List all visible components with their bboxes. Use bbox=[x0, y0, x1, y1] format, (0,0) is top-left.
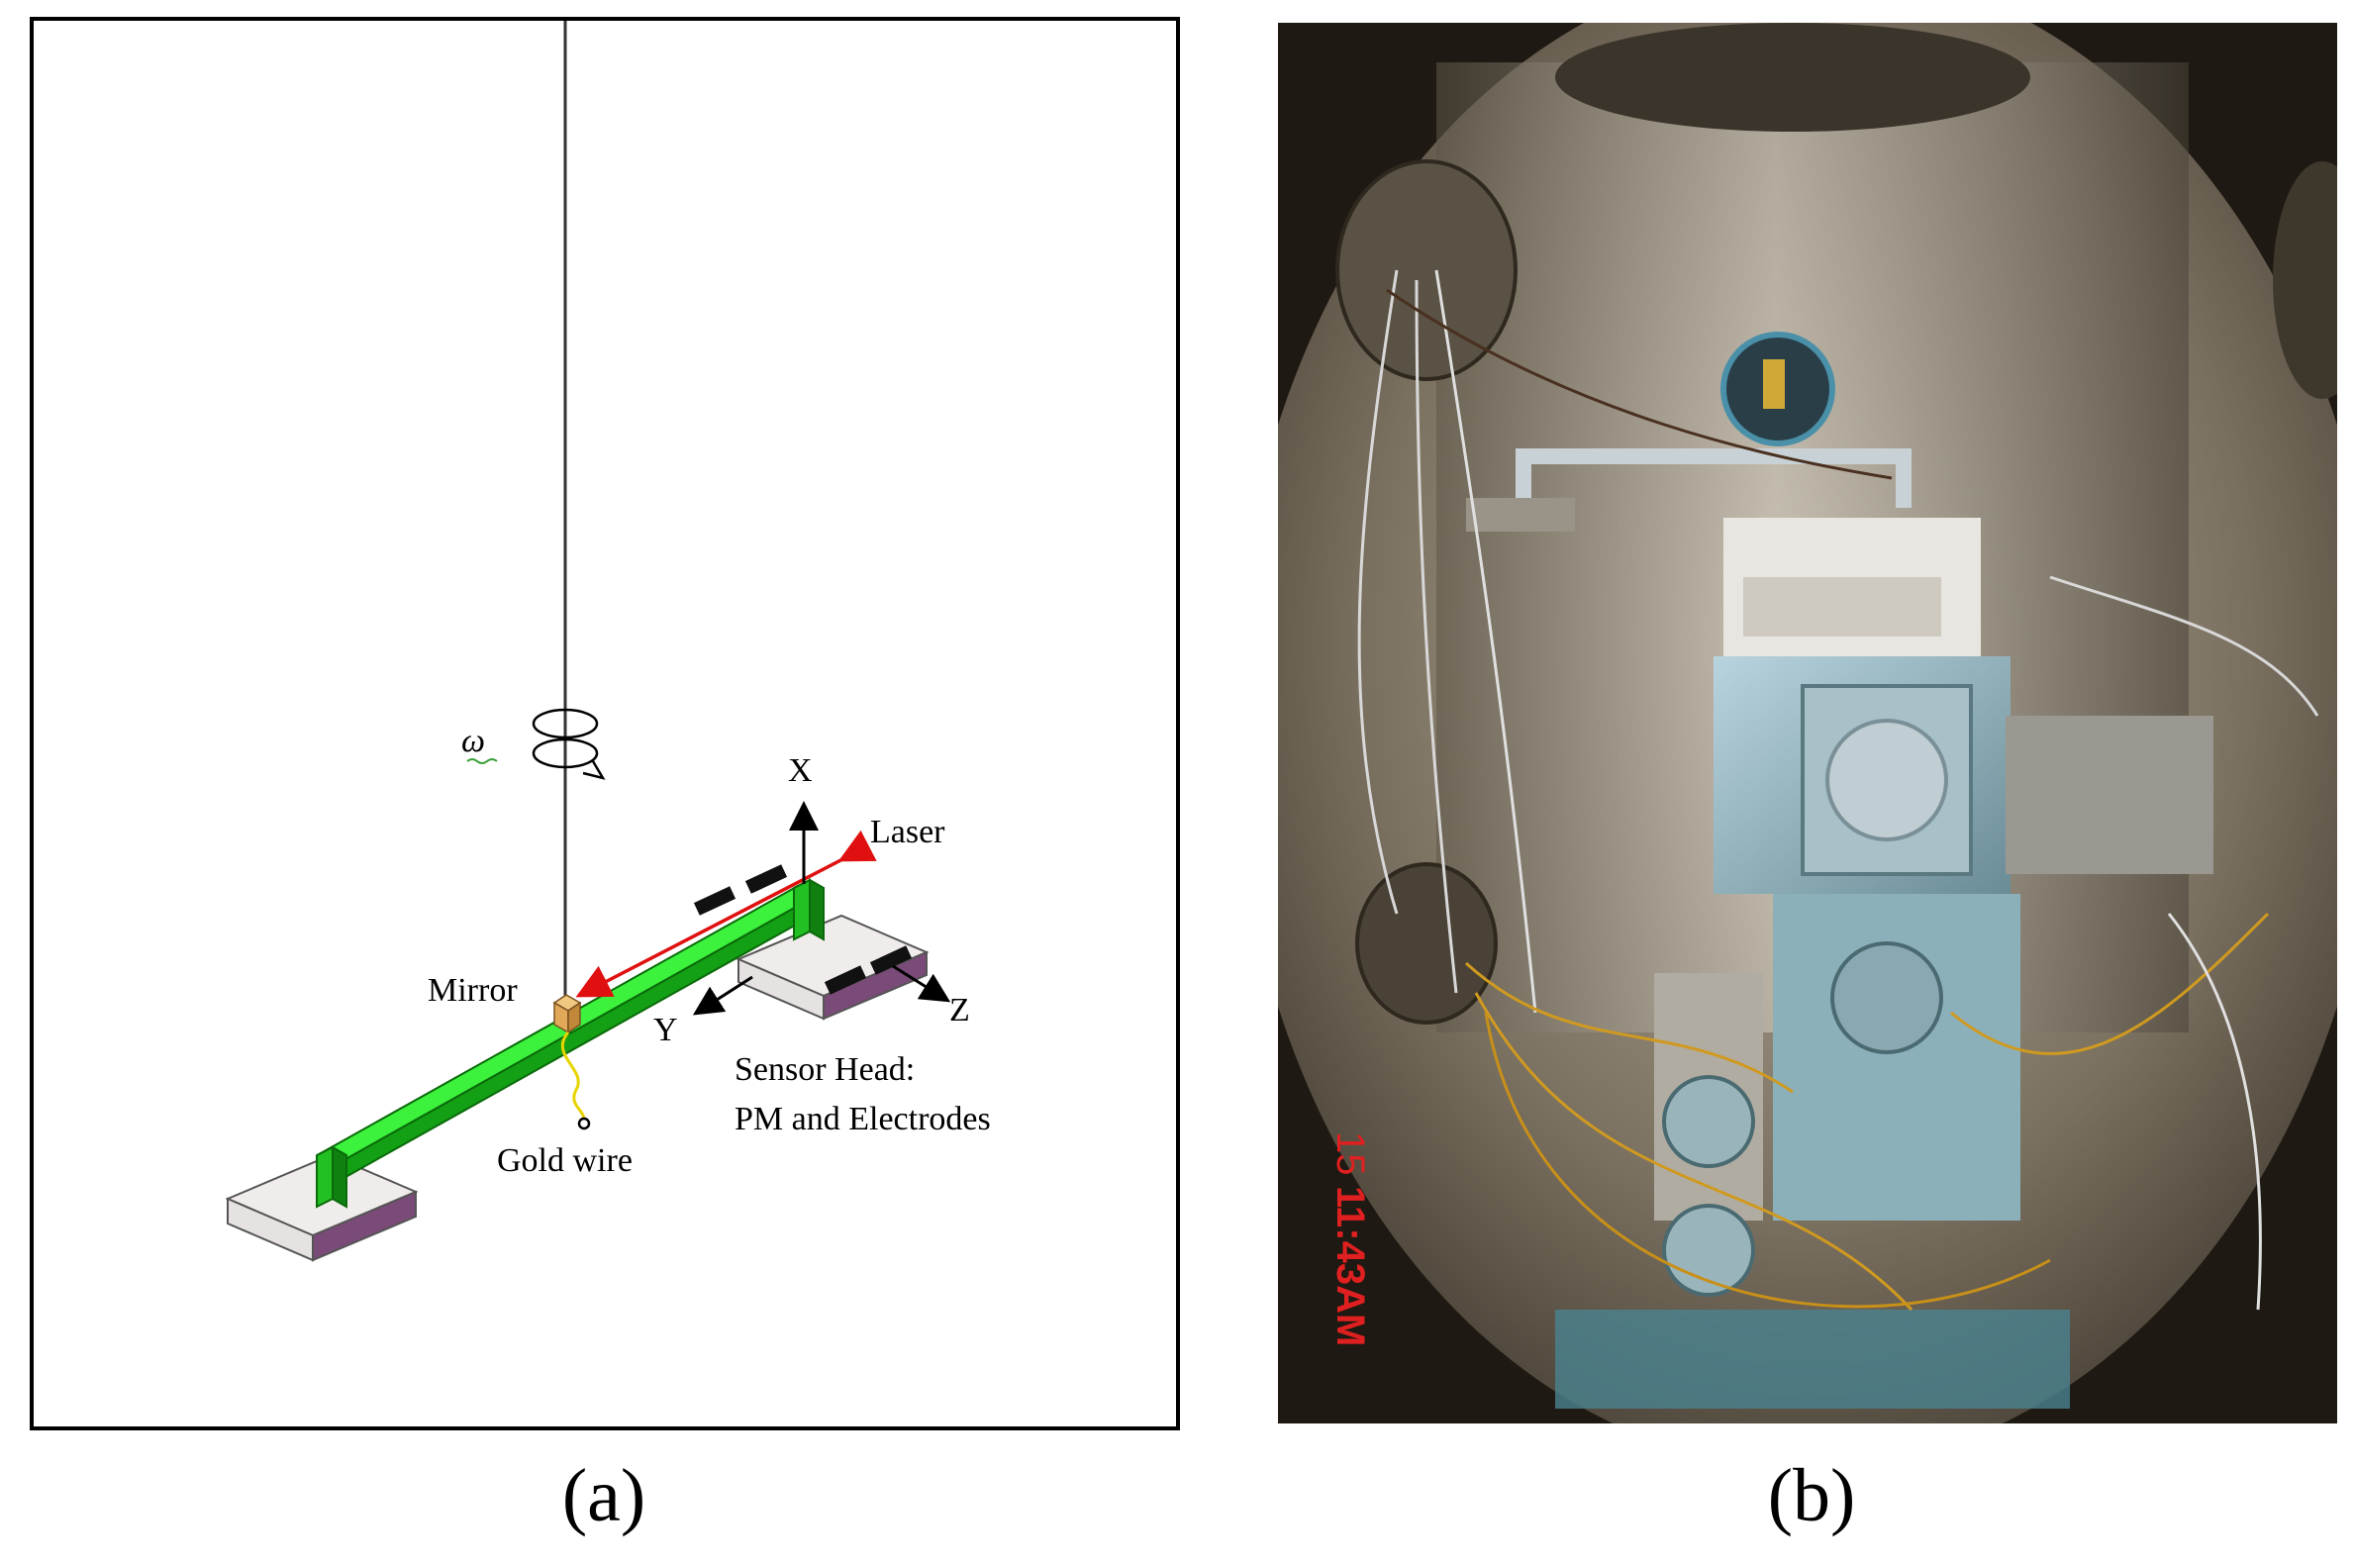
right-port bbox=[2273, 161, 2337, 399]
y-axis-label: Y bbox=[653, 1012, 678, 1048]
lower-left-port bbox=[1355, 862, 1498, 1025]
vacuum-chamber-photo: 15 11:43AM bbox=[1278, 23, 2337, 1423]
omega-label: ω bbox=[461, 723, 485, 759]
caption-a: (a) bbox=[455, 1453, 752, 1539]
torsion-pendulum-diagram: ω bbox=[225, 21, 991, 1262]
z-axis-arrow bbox=[892, 964, 951, 1003]
sensor-head-label-line2: PM and Electrodes bbox=[735, 1101, 991, 1137]
timestamp-time: 11:43AM bbox=[1328, 1186, 1372, 1346]
y-axis-arrow bbox=[692, 975, 753, 1016]
omega-underline bbox=[466, 758, 498, 764]
instrument-wires bbox=[1357, 269, 2319, 1312]
top-port bbox=[1555, 23, 2030, 132]
diagram-panel-a: ω bbox=[30, 17, 1180, 1430]
gold-wire-label: Gold wire bbox=[497, 1142, 633, 1179]
caption-a-text: (a) bbox=[561, 1454, 646, 1537]
laser-label: Laser bbox=[870, 814, 945, 850]
caption-b-text: (b) bbox=[1767, 1454, 1856, 1537]
support-bracket bbox=[1466, 448, 1912, 532]
z-axis-label: Z bbox=[949, 992, 970, 1029]
caption-b: (b) bbox=[1663, 1453, 1960, 1539]
mirror-label: Mirror bbox=[428, 972, 518, 1009]
gold-wire-anchor bbox=[577, 1117, 591, 1130]
laser-beam bbox=[575, 830, 877, 998]
rotation-symbol bbox=[532, 708, 606, 780]
apparatus-stack bbox=[1555, 518, 2213, 1409]
mirror bbox=[552, 994, 582, 1034]
x-axis-label: X bbox=[788, 752, 813, 789]
timestamp-day: 15 bbox=[1328, 1131, 1372, 1176]
left-feedthrough-port bbox=[1335, 159, 1518, 381]
gold-wire bbox=[560, 1031, 586, 1121]
chamber-photo-panel-b: 15 11:43AM bbox=[1278, 23, 2337, 1423]
gold-sample bbox=[1763, 359, 1785, 409]
sensor-head-label-line1: Sensor Head: bbox=[735, 1051, 915, 1088]
